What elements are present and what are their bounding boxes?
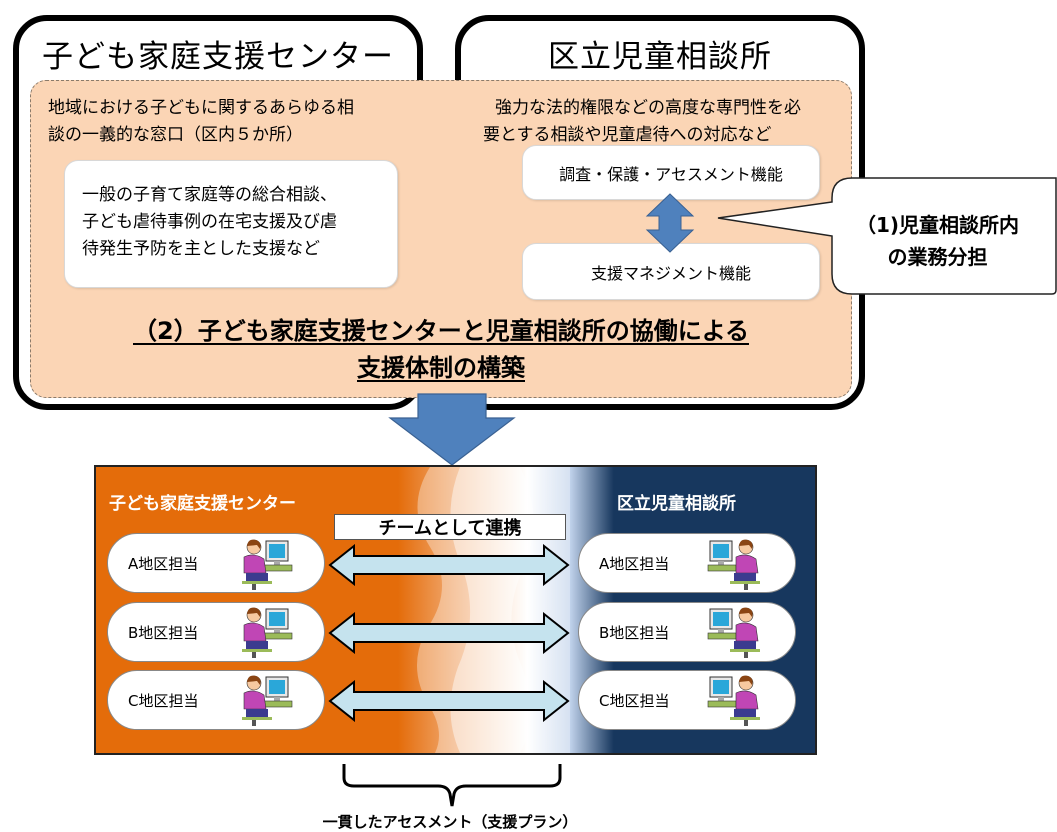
worker-at-computer-icon [707, 607, 760, 658]
down-arrow-icon [388, 393, 516, 466]
bottom-bracket [342, 764, 562, 807]
vertical-double-arrow-icon [645, 193, 695, 253]
left-description-line-1: 地域における子どもに関するあらゆる相 [48, 98, 354, 118]
jidou-soudanjo-title: 区立児童相談所 [548, 39, 772, 75]
left-description-line-2: 談の一義的な窓口（区内５か所） [48, 125, 303, 145]
left-row-b: B地区担当 [107, 602, 325, 662]
consistent-assessment-caption: 一貫したアセスメント（支援プラン） [322, 813, 578, 831]
section-2-heading-line-2: 支援体制の構築 [357, 354, 525, 382]
left-card-line-1: 一般の子育て家庭等の総合相談、 [82, 185, 337, 205]
left-support-card [64, 160, 398, 288]
left-row-c: C地区担当 [107, 670, 325, 730]
horizontal-double-arrow-icon [328, 680, 570, 722]
left-row-c-label: C地区担当 [128, 691, 199, 710]
worker-at-computer-icon [242, 607, 293, 658]
worker-at-computer-icon [242, 539, 293, 590]
support-management-card: 支援マネジメント機能 [522, 243, 820, 300]
worker-at-computer-icon [707, 539, 760, 590]
worker-at-computer-icon [707, 675, 760, 726]
section-2-heading-line-1: （2）子ども家庭支援センターと児童相談所の協働による [133, 317, 749, 345]
left-row-a-label: A地区担当 [128, 554, 199, 573]
callout-bubble [717, 177, 1057, 295]
right-row-a-label: A地区担当 [599, 554, 670, 573]
left-row-b-label: B地区担当 [128, 623, 199, 642]
left-card-line-3: 待発生予防を主とした支援など [82, 239, 320, 259]
right-row-b-label: B地区担当 [599, 623, 670, 642]
left-row-a: A地区担当 [107, 533, 325, 593]
horizontal-double-arrow-icon [328, 544, 570, 586]
callout-line-1: （1)児童相談所内 [855, 213, 1020, 237]
team-collaboration-label: チームとして連携 [334, 514, 566, 540]
right-row-c-label: C地区担当 [599, 691, 670, 710]
worker-at-computer-icon [242, 675, 293, 726]
callout-line-2: の業務分担 [887, 245, 988, 269]
panel-left-title: 子ども家庭支援センター [109, 494, 296, 514]
panel-right-title: 区立児童相談所 [617, 494, 736, 514]
horizontal-double-arrow-icon [328, 612, 570, 654]
kodomo-center-title: 子ども家庭支援センター [42, 39, 394, 75]
left-card-line-2: 子ども虐待事例の在宅支援及び虐 [82, 212, 337, 232]
right-description-line-1: 強力な法的権限などの高度な専門性を必 [495, 98, 801, 118]
right-description-line-2: 要とする相談や児童虐待への対応など [483, 125, 772, 145]
